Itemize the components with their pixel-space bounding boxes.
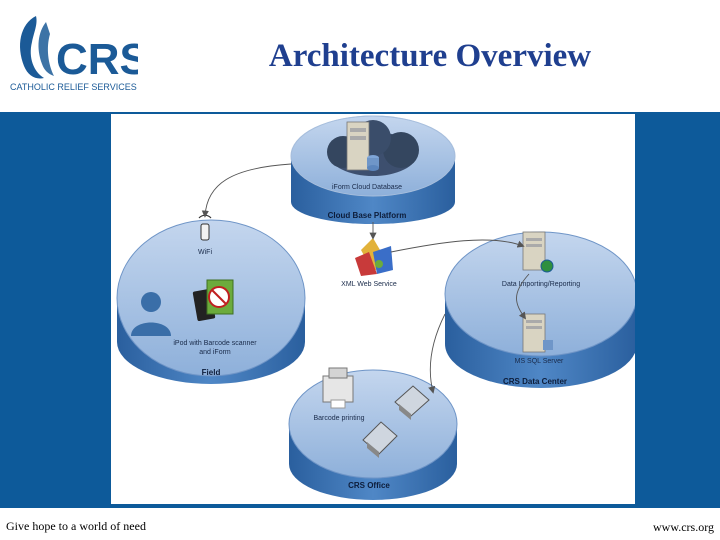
- cloud-caption: iForm Cloud Database: [332, 184, 402, 191]
- connector-datacenter-sql: [516, 273, 530, 320]
- page-title: Architecture Overview: [268, 38, 592, 74]
- office-label: CRS Office: [348, 481, 390, 490]
- footer-url[interactable]: www.crs.org: [653, 520, 714, 534]
- reporting-server-icon: [522, 231, 554, 273]
- user-avatar-icon: [131, 292, 171, 336]
- architecture-diagram: iForm Cloud Database Cloud Base Platform…: [111, 114, 638, 504]
- barcode-printer-icon: [322, 367, 354, 409]
- reporting-label: Data Importing/Reporting: [502, 281, 580, 288]
- laptop-icon-2: [362, 421, 398, 458]
- laptop-icon: [394, 385, 430, 420]
- logo-flame-icon: [20, 16, 44, 79]
- sql-label: MS SQL Server: [515, 358, 564, 365]
- sql-server-icon: [522, 313, 553, 353]
- connector-cloud-field: [201, 163, 292, 218]
- logo-wordmark: CRS: [56, 35, 138, 84]
- cloud-platform-label: Cloud Base Platform: [328, 211, 407, 220]
- logo-subtitle: CATHOLIC RELIEF SERVICES: [10, 82, 137, 92]
- cloud-server-icon: [346, 121, 379, 171]
- ipod-label: iPod with Barcode scanner: [173, 340, 257, 347]
- ipod-label-2: and iForm: [199, 349, 231, 356]
- logo-swoosh-icon: [38, 22, 54, 76]
- datacenter-label: CRS Data Center: [503, 377, 567, 386]
- wifi-label: WiFi: [198, 249, 212, 256]
- printing-label: Barcode printing: [314, 415, 365, 422]
- field-label: Field: [202, 368, 221, 377]
- ipod-scanner-icon: [192, 279, 234, 322]
- connector-datacenter-office: [428, 313, 446, 394]
- xml-label: XML Web Service: [341, 281, 397, 288]
- crs-logo: CRS CATHOLIC RELIEF SERVICES: [10, 16, 138, 92]
- connector-lines: [201, 163, 530, 394]
- diagram-canvas: iForm Cloud Database Cloud Base Platform…: [116, 115, 638, 500]
- connector-xml-datacenter: [390, 239, 525, 253]
- wifi-icon: [198, 214, 212, 241]
- xml-web-service-icon: [355, 238, 393, 276]
- footer-tagline: Give hope to a world of need: [6, 519, 146, 533]
